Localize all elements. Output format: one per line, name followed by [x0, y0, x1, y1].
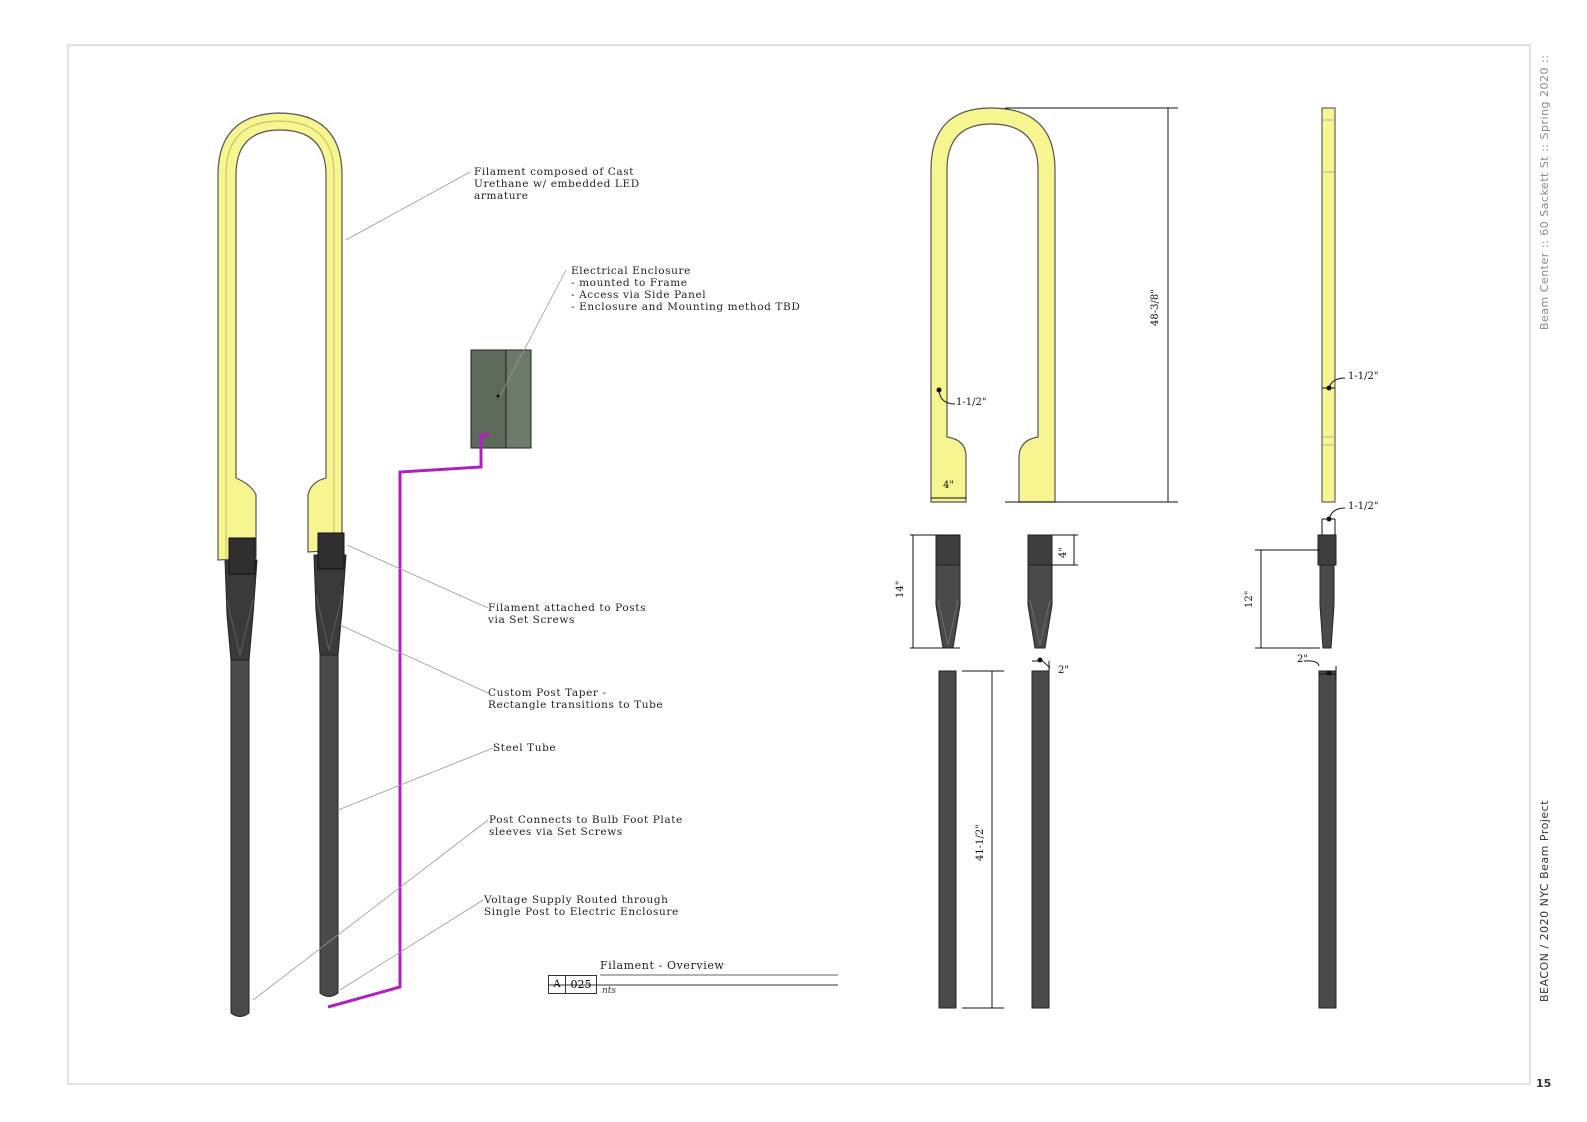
callout-voltage-supply: Voltage Supply Routed through Single Pos… — [484, 894, 679, 918]
callout-electrical-enclosure: Electrical Enclosure - mounted to Frame … — [571, 265, 801, 313]
side-filament — [1321, 107, 1336, 503]
dim-tube-2-front: 2" — [1058, 665, 1069, 676]
isometric-assembly — [217, 112, 347, 1017]
side-tube — [1318, 670, 1337, 1009]
sheet-number: 025 — [565, 975, 597, 994]
dim-height-48: 48-3/8" — [1150, 289, 1161, 326]
left-set-screw-block — [228, 537, 256, 575]
left-post-taper — [224, 559, 258, 661]
drawing-scale: nts — [602, 986, 617, 996]
front-dimensions — [910, 107, 1178, 1009]
front-filament — [930, 107, 1056, 503]
callout-steel-tube: Steel Tube — [493, 742, 557, 754]
leader-lines — [252, 171, 567, 1001]
dim-tube-2-side: 2" — [1297, 654, 1308, 665]
sidebar-project-title: BEACON / 2020 NYC Beam Project — [1538, 799, 1551, 1002]
dim-post-4: 4" — [1058, 547, 1069, 558]
callout-foot-plate: Post Connects to Bulb Foot Plate sleeves… — [489, 814, 683, 838]
left-steel-tube — [230, 654, 250, 1017]
right-post-taper — [313, 554, 347, 656]
electrical-enclosure — [470, 349, 532, 449]
dim-post-12: 12" — [1244, 590, 1255, 608]
right-set-screw-block — [317, 532, 345, 570]
dim-side-thickness-upper: 1-1/2" — [1348, 371, 1379, 382]
callout-filament-material: Filament composed of Cast Urethane w/ em… — [474, 166, 640, 202]
dim-side-thickness-lower: 1-1/2" — [1348, 501, 1379, 512]
dim-front-thickness: 1-1/2" — [956, 397, 987, 408]
sidebar-project-info: Beam Center :: 60 Sackett St :: Spring 2… — [1538, 54, 1551, 330]
filament-u-shape — [217, 112, 343, 561]
sheet-letter: A — [548, 975, 566, 994]
front-tube-right — [1031, 670, 1050, 1009]
callout-filament-attached: Filament attached to Posts via Set Screw… — [488, 602, 647, 626]
dim-tube-41: 41-1/2" — [975, 824, 986, 861]
side-dimensions — [1255, 377, 1346, 680]
front-tube-left — [938, 670, 957, 1009]
callout-post-taper: Custom Post Taper - Rectangle transition… — [488, 687, 664, 711]
page-number: 15 — [1536, 1077, 1552, 1090]
dim-width-4: 4" — [943, 480, 954, 491]
voltage-conduit — [327, 433, 490, 1009]
drawing-title: Filament - Overview — [600, 959, 725, 972]
right-steel-tube — [319, 649, 339, 997]
side-elevation — [1317, 107, 1337, 1009]
dim-post-14: 14" — [895, 580, 906, 598]
front-elevation — [930, 107, 1056, 1009]
sheet-border — [67, 44, 1531, 1085]
